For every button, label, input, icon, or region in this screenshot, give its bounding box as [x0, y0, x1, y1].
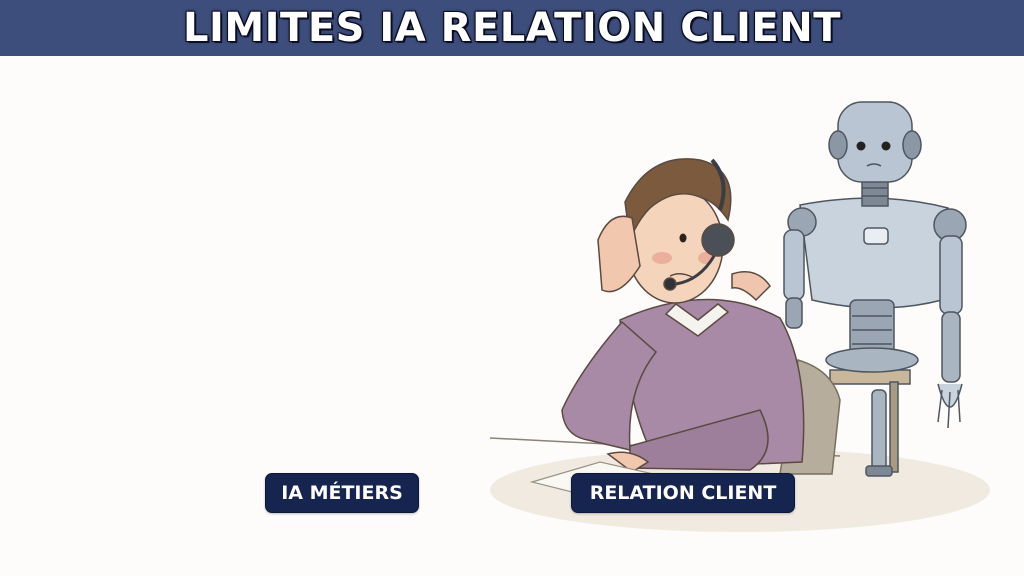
ia-metiers-tag: IA MÉTIERS: [265, 473, 419, 513]
person: [561, 158, 805, 473]
headset-earpiece: [701, 223, 735, 257]
relation-client-tag: RELATION CLIENT: [571, 473, 795, 513]
title-bar: LIMITES IA RELATION CLIENT: [0, 0, 1024, 56]
robot: [783, 101, 967, 477]
robot-head: [837, 101, 913, 183]
page-title: LIMITES IA RELATION CLIENT: [182, 5, 842, 51]
